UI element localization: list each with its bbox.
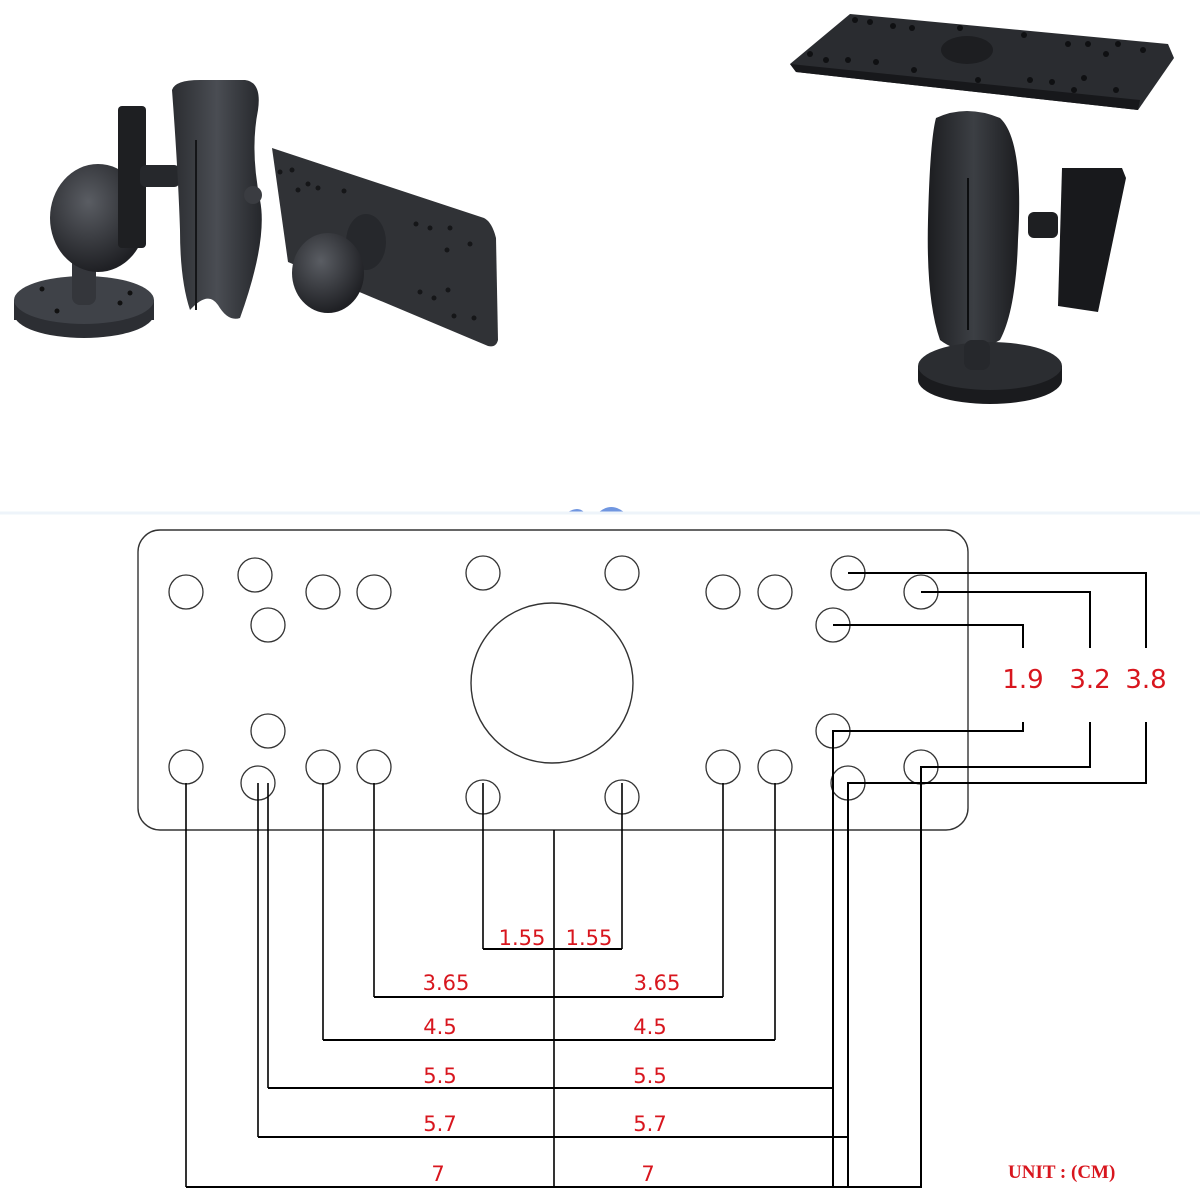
vertical-dimension-label: 3.8 bbox=[1125, 665, 1166, 695]
dimension-diagram: 1.9 3.2 3.8 1.55 1.55 3.65 3.65 4.5 4.5 5.5 5.5 5.7… bbox=[0, 507, 1200, 1188]
mounting-hole bbox=[356, 574, 392, 610]
horizontal-dimension-label-left: 1.55 bbox=[499, 926, 546, 950]
assembled-mount bbox=[790, 14, 1174, 404]
vertical-dimension-label: 1.9 bbox=[1002, 665, 1043, 695]
mounting-hole bbox=[757, 749, 793, 785]
double-socket-arm-part bbox=[118, 80, 262, 319]
horizontal-dimension-label-left: 5.5 bbox=[423, 1064, 456, 1088]
mounting-hole bbox=[757, 574, 793, 610]
vertical-dimension-label: 3.2 bbox=[1069, 665, 1110, 695]
mounting-hole bbox=[465, 555, 501, 591]
horizontal-dimension-label-right: 5.5 bbox=[633, 1064, 666, 1088]
unit-label: UNIT : (CM) bbox=[1008, 1162, 1115, 1183]
mounting-hole bbox=[705, 574, 741, 610]
mounting-hole bbox=[356, 749, 392, 785]
mounting-hole bbox=[305, 749, 341, 785]
rectangular-plate-ball-part bbox=[272, 148, 498, 347]
horizontal-dimension-label-right: 5.7 bbox=[633, 1112, 666, 1136]
mounting-hole bbox=[604, 555, 640, 591]
horizontal-dimension-label-left: 5.7 bbox=[423, 1112, 456, 1136]
horizontal-dimension-label-right: 3.65 bbox=[634, 971, 681, 995]
horizontal-dimension-label-right: 1.55 bbox=[566, 926, 613, 950]
mounting-hole bbox=[705, 749, 741, 785]
mounting-hole bbox=[305, 574, 341, 610]
dimension-lines bbox=[185, 572, 1147, 1188]
dimension-labels: 1.9 3.2 3.8 1.55 1.55 3.65 3.65 4.5 4.5 5.5 5.5 5.7… bbox=[423, 665, 1167, 1186]
mounting-hole bbox=[237, 557, 273, 593]
product-photo-assembled: Assembled mount: rectangular plate on ar… bbox=[790, 14, 1174, 404]
mounting-hole bbox=[250, 607, 286, 643]
horizontal-dimension-label-left: 4.5 bbox=[423, 1015, 456, 1039]
horizontal-dimension-label-right: 4.5 bbox=[633, 1015, 666, 1039]
center-hole bbox=[470, 602, 634, 764]
horizontal-dimension-label-left: 7 bbox=[431, 1162, 444, 1186]
mounting-hole bbox=[250, 713, 286, 749]
product-photo-disassembled: Disassembled mount: round ball base, dou… bbox=[14, 80, 498, 347]
round-base-ball-part bbox=[14, 164, 154, 338]
mounting-hole bbox=[168, 574, 204, 610]
horizontal-dimension-label-right: 7 bbox=[641, 1162, 654, 1186]
horizontal-dimension-label-left: 3.65 bbox=[423, 971, 470, 995]
plate-outline bbox=[137, 529, 969, 831]
mounting-holes bbox=[168, 555, 939, 815]
scan-artifact bbox=[0, 507, 1200, 515]
mounting-hole bbox=[168, 749, 204, 785]
